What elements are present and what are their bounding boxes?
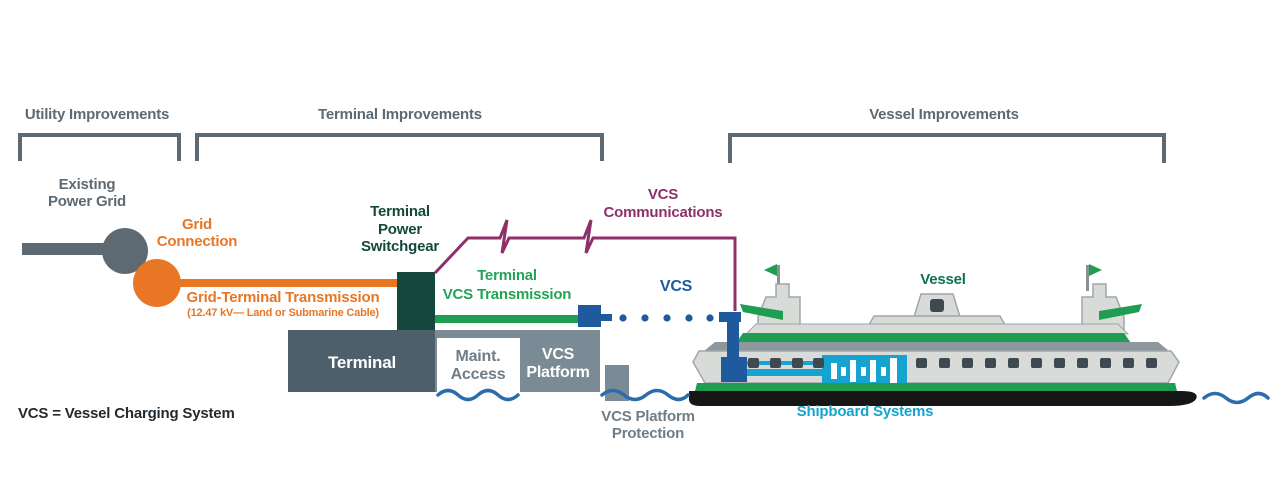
maint-access-box [437, 338, 520, 397]
terminal-power-switchgear-label: Terminal Power Switchgear [360, 203, 440, 256]
bridge-icon [912, 293, 962, 318]
heading-utility-improvements: Utility Improvements [24, 106, 170, 123]
hull-base [688, 391, 1197, 406]
right-pilothouse-icon [1081, 283, 1125, 335]
legend-vcs-definition: VCS = Vessel Charging System [18, 405, 235, 422]
left-flag-icon [764, 264, 777, 276]
vessel-label: Vessel [920, 271, 966, 288]
right-flag-icon [1089, 264, 1102, 276]
terminal-vcs-connector-icon [578, 305, 601, 327]
vessel-connector-arm [727, 320, 739, 362]
center-cabin-icon [864, 315, 1010, 331]
left-mast-icon [777, 265, 780, 291]
vessel-connector-icon [721, 357, 747, 382]
maint-access-label: Maint. Access [450, 348, 506, 383]
window-row [748, 358, 1157, 368]
shipboard-systems-box [822, 355, 907, 388]
terminal-box [288, 330, 435, 392]
main-hull [692, 350, 1180, 384]
water-wave-icon [436, 388, 1270, 405]
shipboard-conduit-bottom [745, 369, 823, 376]
deck-band [704, 342, 1169, 351]
bracket-vessel [728, 133, 1166, 163]
grid-connection-label: Grid Connection [156, 216, 238, 250]
grid-connection-node-icon [133, 259, 181, 307]
vcs-platform-protection-label: VCS Platform Protection [601, 408, 695, 442]
terminal-vcs-transmission-label: Terminal VCS Transmission [442, 267, 572, 303]
right-wing-stripe [1099, 304, 1142, 320]
vcs-label: VCS [659, 278, 693, 295]
shipboard-conduit-top [745, 361, 823, 365]
left-wing-stripe [740, 304, 783, 320]
shipboard-systems-label: Shipboard Systems [796, 403, 934, 420]
lower-green-stripe [695, 383, 1177, 391]
bracket-utility [18, 133, 181, 161]
power-grid-bar [22, 243, 114, 255]
vcs-dotted-line [619, 314, 714, 322]
grid-terminal-transmission-detail: (12.47 kV— Land or Submarine Cable) [187, 307, 379, 319]
superstructure-band [744, 323, 1130, 335]
upper-green-stripe [736, 333, 1131, 343]
bridge-window-icon [930, 299, 944, 312]
terminal-vcs-connector-stub [601, 314, 612, 321]
terminal-vcs-transmission-line [435, 315, 578, 323]
right-mast-icon [1086, 265, 1089, 291]
vcs-platform-protection-box [605, 365, 629, 401]
vessel-connector-top [719, 312, 741, 322]
grid-terminal-transmission-line [178, 279, 399, 287]
heading-vessel-improvements: Vessel Improvements [869, 106, 1019, 123]
vcs-platform-label: VCS Platform [526, 346, 590, 381]
terminal-box-label: Terminal [328, 353, 396, 372]
battery-bars-icon [831, 358, 897, 384]
grid-terminal-transmission-label: Grid-Terminal Transmission [186, 289, 380, 306]
bracket-terminal [195, 133, 604, 161]
left-pilothouse-icon [757, 283, 801, 335]
heading-terminal-improvements: Terminal Improvements [318, 106, 482, 123]
vcs-communications-label: VCS Communications [603, 186, 723, 221]
terminal-power-switchgear-box [397, 272, 435, 332]
existing-power-grid-label: Existing Power Grid [47, 176, 127, 210]
